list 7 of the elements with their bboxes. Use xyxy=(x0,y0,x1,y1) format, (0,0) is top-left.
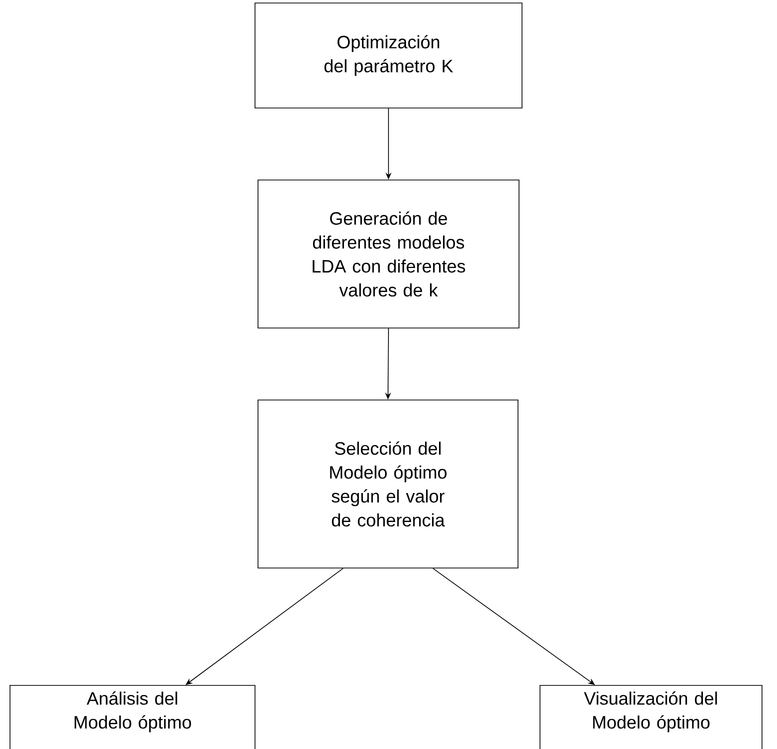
process-box: Análisis del Modelo óptimo xyxy=(10,685,256,749)
process-box: Generación de diferentes modelos LDA con diferentes valores de k xyxy=(258,180,520,328)
process-box: Optimización del parámetro K xyxy=(254,2,522,108)
process-box: Visualización del Modelo óptimo xyxy=(540,685,762,749)
arrow xyxy=(432,568,595,685)
process-box: Selección del Modelo óptimo según el valor de coherencia xyxy=(258,400,518,568)
arrow xyxy=(186,568,344,685)
